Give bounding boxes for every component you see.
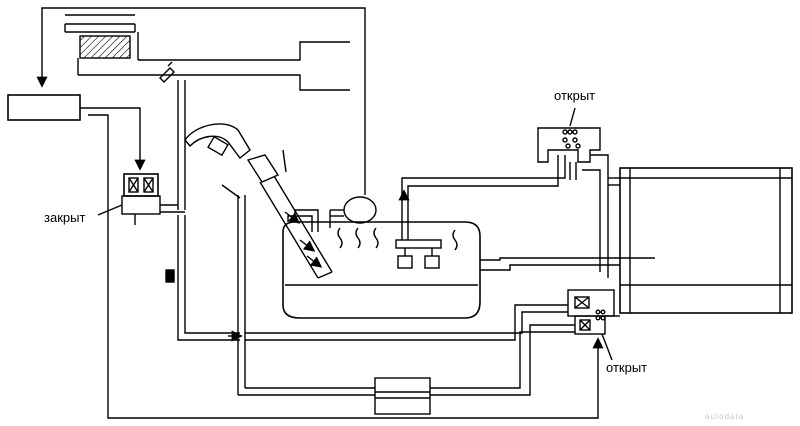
cutoff-valve-top [537,127,609,278]
pressure-sensor [343,196,377,224]
intake-manifold [64,14,350,91]
watermark: autodata [705,412,745,421]
purge-valve [121,173,161,215]
label-closed: закрыт [44,210,86,225]
label-open-top: открыт [554,88,596,103]
vent-valve-bottom [567,289,620,335]
closed-leader [97,204,123,216]
air-filter-element [79,35,131,59]
flow-arrows [284,211,301,224]
fuel-tank [282,221,481,319]
label-open-bottom: открыт [606,360,648,375]
charcoal-canister [619,167,793,314]
fuel-nozzle [184,123,333,279]
ecu-signal-wire [36,7,366,195]
throttle-sensor [159,61,175,83]
ecu-bottom-wire [88,114,604,419]
ecu-box [7,94,81,121]
open-bottom-leader [601,333,613,361]
line-connector [165,269,175,283]
tank-vent-valves [395,189,442,269]
open-top-leader [569,107,576,127]
bottom-filter [374,377,431,415]
filler-pipe [221,149,375,396]
